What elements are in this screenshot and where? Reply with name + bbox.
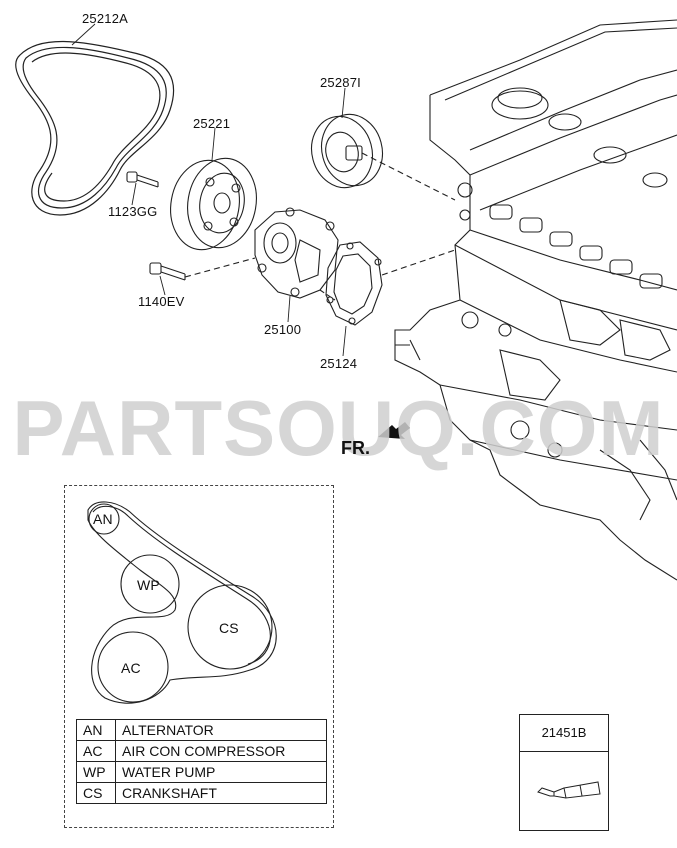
legend-code: WP xyxy=(76,761,116,783)
bolt-1140EV xyxy=(149,257,256,281)
pulley-label-cs: CS xyxy=(219,620,239,636)
legend-name: ALTERNATOR xyxy=(115,719,327,741)
label-pulley[interactable]: 25221 xyxy=(193,116,231,131)
legend-name: AIR CON COMPRESSOR xyxy=(115,740,327,762)
sealant-tube-icon xyxy=(537,781,601,799)
water-pump-25100 xyxy=(254,207,339,301)
legend-code: AN xyxy=(76,719,116,741)
legend-table: AN ALTERNATOR AC AIR CON COMPRESSOR WP W… xyxy=(76,719,327,804)
legend-row: AN ALTERNATOR xyxy=(76,719,327,741)
sealant-part-box[interactable]: 21451B xyxy=(519,714,609,831)
pulley-25221 xyxy=(170,157,257,251)
pulley-label-wp: WP xyxy=(137,577,160,593)
engine-block xyxy=(394,19,677,581)
belt-25212A xyxy=(15,40,175,216)
legend-row: AC AIR CON COMPRESSOR xyxy=(76,740,327,762)
legend-code: CS xyxy=(76,782,116,804)
legend-row: CS CRANKSHAFT xyxy=(76,782,327,804)
front-marker: FR. xyxy=(341,438,370,458)
label-idler[interactable]: 25287I xyxy=(320,75,361,90)
pulley-label-ac: AC xyxy=(121,660,141,676)
bolt-1123GG xyxy=(126,171,159,188)
leader-lines xyxy=(71,23,347,357)
front-arrow-icon xyxy=(378,422,410,439)
legend-code: AC xyxy=(76,740,116,762)
legend-name: WATER PUMP xyxy=(115,761,327,783)
label-bolt-a[interactable]: 1123GG xyxy=(108,204,158,219)
label-belt[interactable]: 25212A xyxy=(82,11,129,26)
legend-name: CRANKSHAFT xyxy=(115,782,327,804)
pulley-label-an: AN xyxy=(93,511,113,527)
legend-row: WP WATER PUMP xyxy=(76,761,327,783)
label-bolt-b[interactable]: 1140EV xyxy=(138,294,185,309)
belt-layout-box xyxy=(64,485,334,828)
idler-pulley-25287I xyxy=(311,113,456,201)
gasket-25124 xyxy=(325,241,456,326)
belt-routing-schematic xyxy=(87,501,277,704)
label-water-pump[interactable]: 25100 xyxy=(264,322,302,337)
label-gasket[interactable]: 25124 xyxy=(320,356,358,371)
label-sealant[interactable]: 21451B xyxy=(520,715,608,752)
